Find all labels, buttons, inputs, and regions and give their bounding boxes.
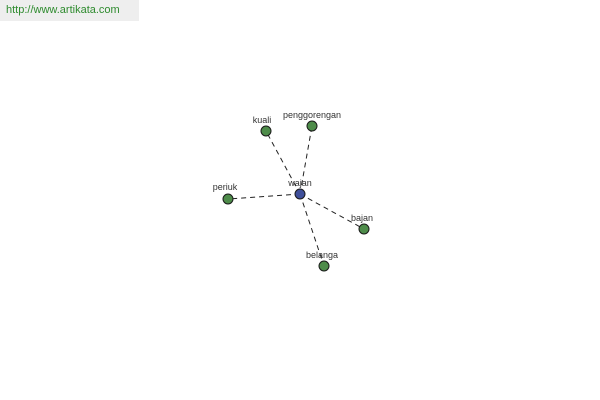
nodes-group: kuali penggorengan periuk bajan belanga wajan [213, 110, 373, 272]
node-wajan[interactable] [294, 188, 306, 200]
node-label-periuk[interactable]: periuk [213, 182, 238, 192]
node-label-bajan[interactable]: bajan [351, 213, 373, 223]
node-penggorengan[interactable] [306, 120, 318, 132]
node-bajan[interactable] [358, 223, 370, 235]
node-periuk[interactable] [222, 193, 234, 205]
node-label-wajan[interactable]: wajan [287, 178, 312, 188]
edge-wajan-periuk [227, 193, 301, 200]
node-kuali[interactable] [260, 125, 272, 137]
edge-wajan-kuali [265, 130, 301, 195]
node-label-penggorengan[interactable]: penggorengan [283, 110, 341, 120]
node-label-kuali[interactable]: kuali [253, 115, 272, 125]
edge-wajan-belanga [299, 193, 325, 267]
watermark-bar: http://www.artikata.com [0, 0, 139, 21]
edges-group [227, 125, 365, 267]
watermark-url[interactable]: http://www.artikata.com [6, 4, 120, 16]
node-label-belanga[interactable]: belanga [306, 250, 338, 260]
node-belanga[interactable] [318, 260, 330, 272]
edge-wajan-penggorengan [299, 125, 313, 195]
edge-wajan-bajan [299, 193, 365, 230]
